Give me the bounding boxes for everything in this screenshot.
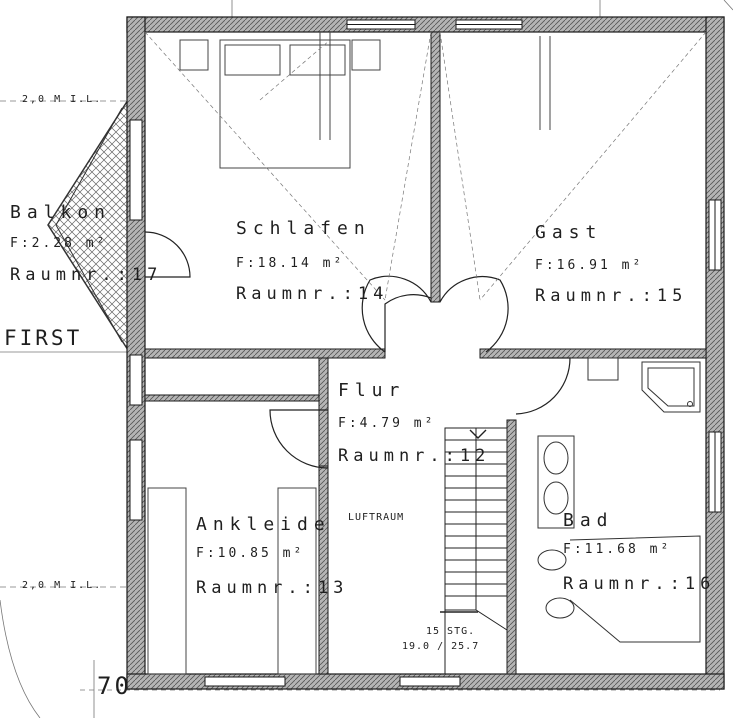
floor-label: FIRST <box>4 326 83 350</box>
wardrobe-ankleide <box>147 487 317 675</box>
bed <box>179 32 381 169</box>
room-number-balkon: Raumnr.:17 <box>10 265 163 285</box>
level-marker-upper: 2,0 M I.L. <box>22 94 103 105</box>
level-marker-lower: 2,0 M I.L. <box>22 580 103 591</box>
doors <box>144 231 571 469</box>
luftraum-label: LUFTRAUM <box>348 512 405 523</box>
room-area-gast: F:16.91 m² <box>535 258 644 273</box>
room-name-ankleide: Ankleide <box>196 514 331 535</box>
room-number-flur: Raumnr.:12 <box>338 446 491 466</box>
room-number-schlafen: Raumnr.:14 <box>236 284 389 304</box>
diagonal-guides <box>144 31 707 301</box>
room-name-balkon: Balkon <box>10 202 112 223</box>
room-area-flur: F:4.79 m² <box>338 416 436 431</box>
room-number-bad: Raumnr.:16 <box>563 574 716 594</box>
interior-walls <box>144 31 707 675</box>
room-number-gast: Raumnr.:15 <box>535 286 688 306</box>
room-name-gast: Gast <box>535 222 603 243</box>
room-name-flur: Flur <box>338 380 406 401</box>
wardrobe-gast <box>539 36 551 130</box>
room-area-ankleide: F:10.85 m² <box>196 546 305 561</box>
stairs-ratio-label: 19.0 / 25.7 <box>402 641 480 652</box>
stairs-steps-label: 15 STG. <box>426 626 476 637</box>
room-area-bad: F:11.68 m² <box>563 542 672 557</box>
dimension-label: 70 <box>97 672 132 700</box>
room-name-bad: Bad <box>563 510 614 531</box>
room-area-balkon: F:2.28 m² <box>10 236 108 251</box>
windows <box>129 19 722 687</box>
room-name-schlafen: Schlafen <box>236 218 371 239</box>
room-number-ankleide: Raumnr.:13 <box>196 578 349 598</box>
staircase <box>440 427 508 675</box>
balcony <box>47 97 129 353</box>
room-area-schlafen: F:18.14 m² <box>236 256 345 271</box>
bathroom-fixtures <box>537 357 701 643</box>
